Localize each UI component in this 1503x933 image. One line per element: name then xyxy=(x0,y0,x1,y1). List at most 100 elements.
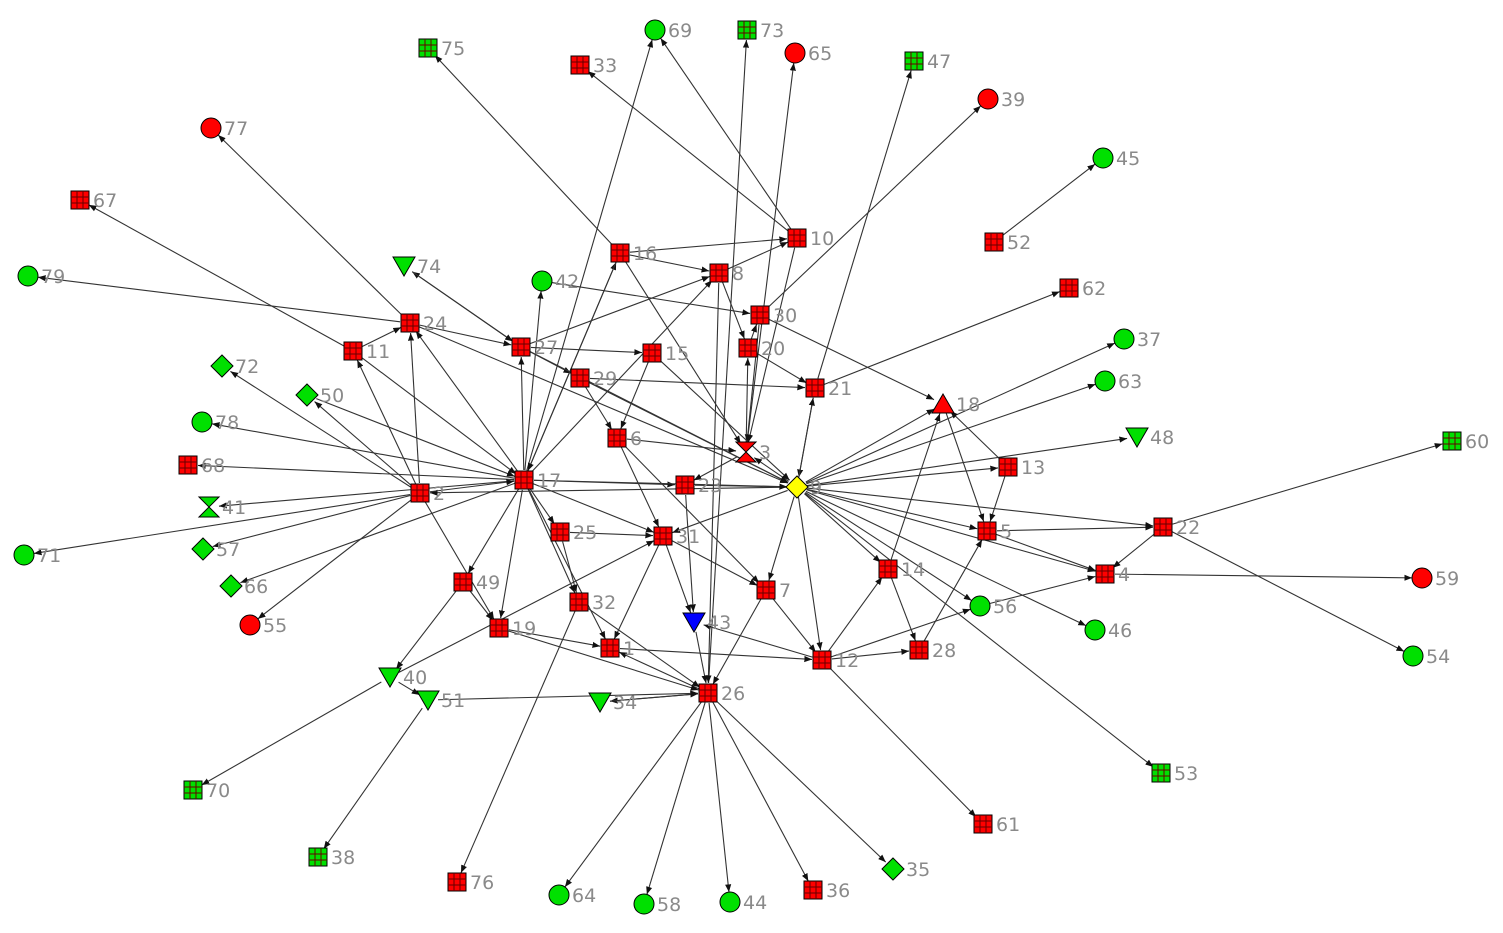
node-21[interactable]: 21 xyxy=(805,378,852,400)
node-77[interactable]: 77 xyxy=(200,117,248,140)
diamond-yellow-node-icon[interactable] xyxy=(785,475,809,499)
grid-red-node-icon[interactable] xyxy=(70,190,90,210)
node-6[interactable]: 6 xyxy=(607,428,642,450)
grid-red-node-icon[interactable] xyxy=(653,526,673,546)
node-44[interactable]: 44 xyxy=(719,891,767,914)
grid-red-node-icon[interactable] xyxy=(343,341,363,361)
node-69[interactable]: 69 xyxy=(644,19,692,42)
node-40[interactable]: 40 xyxy=(378,667,427,689)
node-7[interactable]: 7 xyxy=(756,580,791,602)
node-4[interactable]: 4 xyxy=(1095,564,1130,586)
node-50[interactable]: 50 xyxy=(295,383,344,407)
triangle-down-green-node-icon[interactable] xyxy=(392,256,416,277)
grid-red-node-icon[interactable] xyxy=(698,683,718,703)
grid-red-node-icon[interactable] xyxy=(998,457,1018,477)
grid-red-node-icon[interactable] xyxy=(570,55,590,75)
node-23[interactable]: 23 xyxy=(675,475,722,497)
triangle-down-green-node-icon[interactable] xyxy=(378,667,402,688)
node-52[interactable]: 52 xyxy=(984,232,1031,254)
grid-red-node-icon[interactable] xyxy=(709,263,729,283)
node-2[interactable]: 2 xyxy=(410,483,445,505)
circle-red-node-icon[interactable] xyxy=(977,88,999,110)
node-48[interactable]: 48 xyxy=(1125,427,1174,449)
circle-green-node-icon[interactable] xyxy=(13,544,35,566)
diamond-green-node-icon[interactable] xyxy=(210,354,234,378)
circle-green-node-icon[interactable] xyxy=(191,411,213,433)
grid-green-node-icon[interactable] xyxy=(418,38,438,58)
node-73[interactable]: 73 xyxy=(737,20,784,42)
grid-red-node-icon[interactable] xyxy=(569,592,589,612)
grid-green-node-icon[interactable] xyxy=(183,780,203,800)
node-42[interactable]: 42 xyxy=(531,270,579,293)
circle-green-node-icon[interactable] xyxy=(1113,328,1135,350)
node-53[interactable]: 53 xyxy=(1151,763,1198,785)
node-47[interactable]: 47 xyxy=(904,51,951,73)
node-32[interactable]: 32 xyxy=(569,592,616,614)
circle-green-node-icon[interactable] xyxy=(644,19,666,41)
node-34[interactable]: 34 xyxy=(588,692,637,714)
circle-green-node-icon[interactable] xyxy=(531,270,553,292)
node-70[interactable]: 70 xyxy=(183,780,230,802)
node-51[interactable]: 51 xyxy=(416,690,465,712)
grid-red-node-icon[interactable] xyxy=(570,368,590,388)
triangle-up-red-node-icon[interactable] xyxy=(931,393,955,414)
node-27[interactable]: 27 xyxy=(511,337,558,359)
node-31[interactable]: 31 xyxy=(653,526,700,548)
grid-green-node-icon[interactable] xyxy=(1151,763,1171,783)
node-10[interactable]: 10 xyxy=(787,228,834,250)
node-65[interactable]: 65 xyxy=(784,42,832,65)
grid-red-node-icon[interactable] xyxy=(738,338,758,358)
node-78[interactable]: 78 xyxy=(191,411,239,434)
grid-red-node-icon[interactable] xyxy=(178,455,198,475)
node-8[interactable]: 8 xyxy=(709,263,744,285)
circle-green-node-icon[interactable] xyxy=(719,891,741,913)
grid-red-node-icon[interactable] xyxy=(642,343,662,363)
node-72[interactable]: 72 xyxy=(210,354,259,378)
triangle-down-green-node-icon[interactable] xyxy=(588,692,612,713)
node-25[interactable]: 25 xyxy=(550,522,597,544)
grid-red-node-icon[interactable] xyxy=(977,521,997,541)
grid-red-node-icon[interactable] xyxy=(812,650,832,670)
circle-red-node-icon[interactable] xyxy=(200,117,222,139)
circle-green-node-icon[interactable] xyxy=(17,265,39,287)
grid-green-node-icon[interactable] xyxy=(904,51,924,71)
node-74[interactable]: 74 xyxy=(392,256,441,278)
node-19[interactable]: 19 xyxy=(489,618,536,640)
grid-red-node-icon[interactable] xyxy=(984,232,1004,252)
hourglass-green-node-icon[interactable] xyxy=(197,496,221,518)
circle-green-node-icon[interactable] xyxy=(1094,370,1116,392)
node-35[interactable]: 35 xyxy=(881,857,930,881)
node-59[interactable]: 59 xyxy=(1411,567,1459,590)
node-66[interactable]: 66 xyxy=(219,574,268,598)
node-45[interactable]: 45 xyxy=(1092,147,1140,170)
node-13[interactable]: 13 xyxy=(998,457,1045,479)
grid-red-node-icon[interactable] xyxy=(750,305,770,325)
grid-red-node-icon[interactable] xyxy=(803,880,823,900)
circle-green-node-icon[interactable] xyxy=(1084,619,1106,641)
diamond-green-node-icon[interactable] xyxy=(881,857,905,881)
circle-red-node-icon[interactable] xyxy=(1411,567,1433,589)
node-14[interactable]: 14 xyxy=(878,559,925,581)
node-3[interactable]: 3 xyxy=(734,441,771,464)
grid-red-node-icon[interactable] xyxy=(400,313,420,333)
grid-red-node-icon[interactable] xyxy=(1153,517,1173,537)
grid-red-node-icon[interactable] xyxy=(973,814,993,834)
triangle-down-green-node-icon[interactable] xyxy=(416,690,440,711)
node-22[interactable]: 22 xyxy=(1153,517,1200,539)
node-49[interactable]: 49 xyxy=(453,572,500,594)
node-41[interactable]: 41 xyxy=(197,496,246,519)
grid-green-node-icon[interactable] xyxy=(737,20,757,40)
node-28[interactable]: 28 xyxy=(909,640,956,662)
triangle-down-green-node-icon[interactable] xyxy=(1125,427,1149,448)
grid-red-node-icon[interactable] xyxy=(909,640,929,660)
grid-red-node-icon[interactable] xyxy=(550,522,570,542)
node-11[interactable]: 11 xyxy=(343,341,390,363)
node-30[interactable]: 30 xyxy=(750,305,797,327)
node-67[interactable]: 67 xyxy=(70,190,117,212)
node-76[interactable]: 76 xyxy=(447,872,494,894)
circle-green-node-icon[interactable] xyxy=(1402,645,1424,667)
node-1[interactable]: 1 xyxy=(600,638,635,660)
grid-red-node-icon[interactable] xyxy=(787,228,807,248)
node-38[interactable]: 38 xyxy=(308,847,355,869)
node-12[interactable]: 12 xyxy=(812,650,859,672)
